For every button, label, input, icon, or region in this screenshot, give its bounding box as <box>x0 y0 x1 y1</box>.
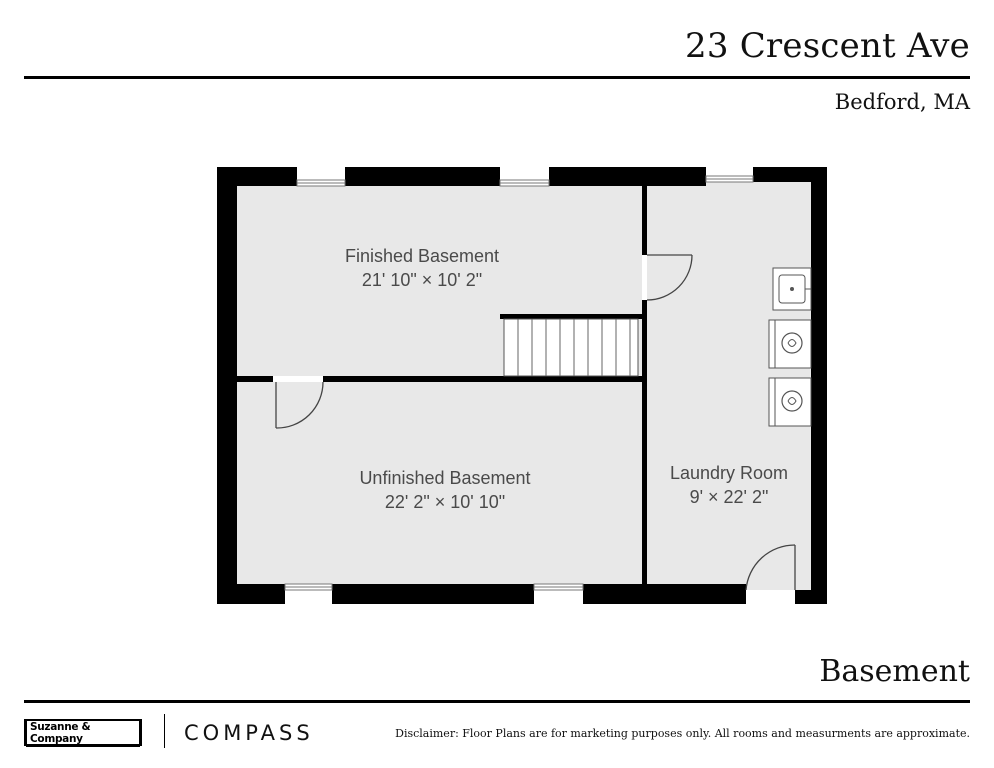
disclaimer-text: Disclaimer: Floor Plans are for marketin… <box>395 727 970 740</box>
dryer-icon <box>768 377 812 427</box>
room-dimensions-finished-basement: 21' 10" × 10' 2" <box>362 270 482 290</box>
property-city: Bedford, MA <box>834 90 970 114</box>
sink-icon <box>772 267 812 311</box>
door-swings <box>275 254 796 591</box>
exterior-walls <box>217 167 827 604</box>
stairs <box>503 318 639 377</box>
logo-divider <box>164 714 165 748</box>
room-name-finished-basement: Finished Basement <box>345 246 499 266</box>
suzanne-company-logo-text: Suzanne & Company <box>26 718 140 747</box>
property-address: 23 Crescent Ave <box>685 26 970 66</box>
suzanne-company-logo: Suzanne & Company <box>24 718 142 747</box>
room-dimensions-laundry-room: 9' × 22' 2" <box>690 487 769 507</box>
unfinished-basement-floor <box>232 382 642 584</box>
compass-logo: COMPASS <box>184 721 314 745</box>
windows <box>284 175 754 591</box>
room-name-unfinished-basement: Unfinished Basement <box>359 468 530 488</box>
header-divider <box>24 76 970 79</box>
floor-level-title: Basement <box>819 654 970 689</box>
footer-divider <box>24 700 970 703</box>
washer-icon <box>768 319 812 369</box>
room-dimensions-unfinished-basement: 22' 2" × 10' 10" <box>385 492 505 512</box>
exterior-door-opening <box>746 590 795 598</box>
interior-walls <box>217 182 746 593</box>
room-name-laundry-room: Laundry Room <box>670 463 788 483</box>
